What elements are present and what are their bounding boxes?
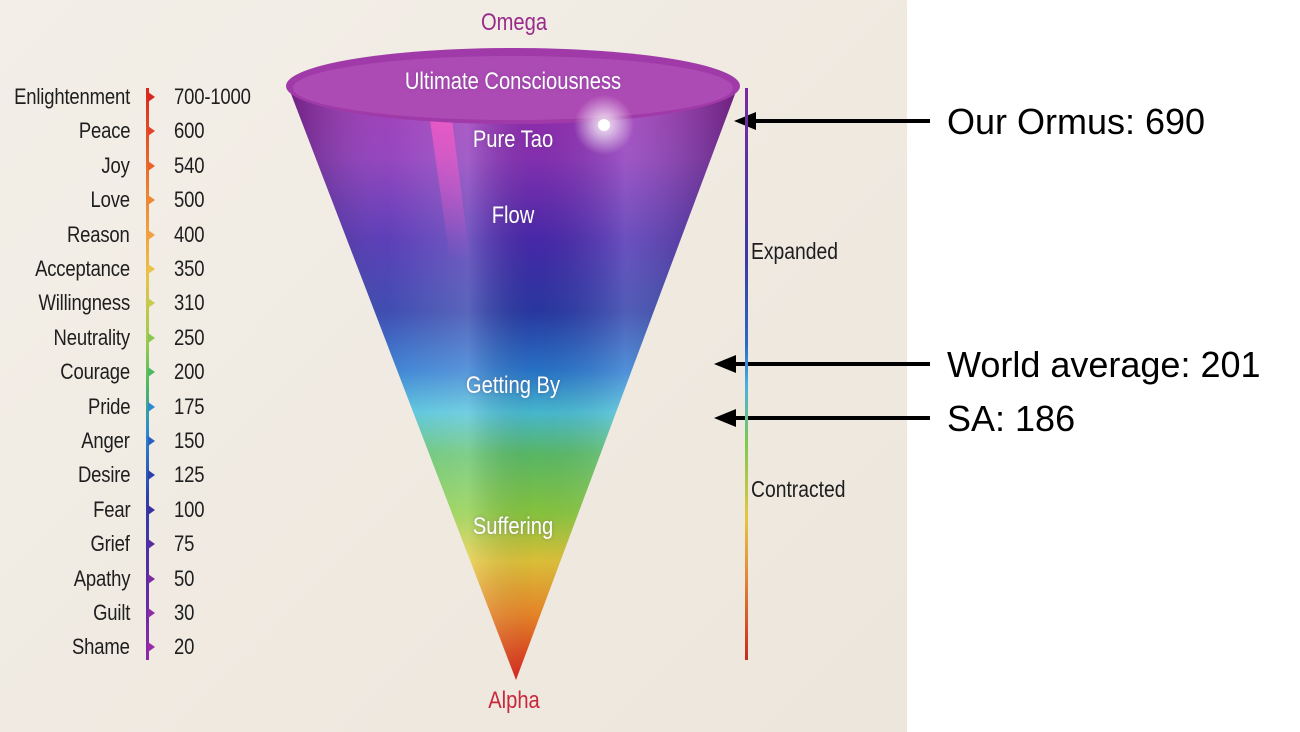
level-name: Love: [90, 187, 131, 213]
level-value: 250: [174, 324, 205, 350]
cone-label-ultimate-consciousness: Ultimate Consciousness: [404, 68, 622, 95]
level-marker-icon: [148, 264, 155, 274]
arrow-ormus: [734, 112, 930, 130]
level-name: Enlightenment: [14, 84, 130, 109]
level-value: 400: [174, 221, 205, 247]
level-marker-icon: [148, 504, 155, 515]
level-marker-icon: [148, 92, 155, 102]
pink-light-streak: [430, 120, 470, 260]
level-marker-icon: [148, 539, 155, 550]
omega-label: Omega: [480, 9, 548, 36]
level-marker-icon: [148, 229, 155, 240]
level-marker-icon: [148, 298, 155, 309]
cone-label-getting-by: Getting By: [465, 372, 561, 399]
level-value: 20: [174, 634, 195, 660]
callout-our-ormus: Our Ormus: 690: [947, 101, 1206, 142]
cone-shading: [288, 86, 738, 680]
level-marker-icon: [148, 160, 155, 171]
level-value: 540: [174, 152, 205, 178]
level-name: Grief: [90, 531, 130, 557]
level-value: 700-1000: [174, 84, 251, 109]
level-marker-icon: [148, 470, 155, 481]
level-value: 75: [174, 531, 195, 557]
expanded-label: Expanded: [751, 238, 839, 264]
level-name: Neutrality: [53, 324, 131, 350]
level-marker-icon: [148, 608, 155, 618]
level-value: 350: [174, 256, 205, 281]
level-value: 50: [174, 565, 195, 591]
level-value: 310: [174, 290, 205, 316]
cone-label-suffering: Suffering: [472, 513, 554, 540]
level-value: 200: [174, 359, 205, 385]
level-name: Reason: [67, 221, 130, 247]
level-name: Desire: [77, 462, 131, 488]
level-value: 30: [174, 600, 195, 625]
expanded-contracted-line: [745, 88, 748, 660]
sparkle-core: [598, 119, 610, 131]
level-marker-icon: [148, 436, 155, 446]
level-name: Acceptance: [35, 256, 130, 281]
level-name: Guilt: [92, 600, 130, 625]
level-name: Fear: [92, 496, 130, 522]
level-value: 150: [174, 428, 205, 453]
level-name: Anger: [81, 428, 131, 453]
level-name: Apathy: [73, 565, 130, 591]
cone-label-flow: Flow: [491, 202, 535, 229]
level-value: 600: [174, 118, 205, 144]
contracted-label: Contracted: [751, 476, 846, 502]
cone-label-pure-tao: Pure Tao: [472, 126, 554, 153]
alpha-label: Alpha: [488, 687, 540, 714]
level-name: Shame: [72, 634, 130, 660]
level-value: 175: [174, 393, 205, 419]
level-value: 500: [174, 187, 205, 213]
level-marker-icon: [148, 332, 155, 343]
level-name: Courage: [60, 359, 130, 385]
level-name: Peace: [78, 118, 130, 144]
callout-world-average: World average: 201: [947, 344, 1261, 385]
level-marker-icon: [148, 195, 155, 206]
level-name: Joy: [101, 152, 130, 178]
arrow-sa: [714, 409, 930, 427]
arrow-world-average: [714, 355, 930, 373]
level-marker-icon: [148, 126, 155, 137]
level-value: 125: [174, 462, 205, 488]
scale-color-line: [146, 88, 149, 660]
level-value: 100: [174, 496, 205, 522]
level-marker-icon: [148, 401, 155, 412]
level-marker-icon: [148, 573, 155, 584]
callout-sa: SA: 186: [947, 398, 1076, 439]
level-marker-icon: [148, 367, 155, 378]
level-name: Pride: [87, 393, 130, 419]
level-name: Willingness: [38, 290, 130, 316]
level-marker-icon: [148, 642, 155, 653]
